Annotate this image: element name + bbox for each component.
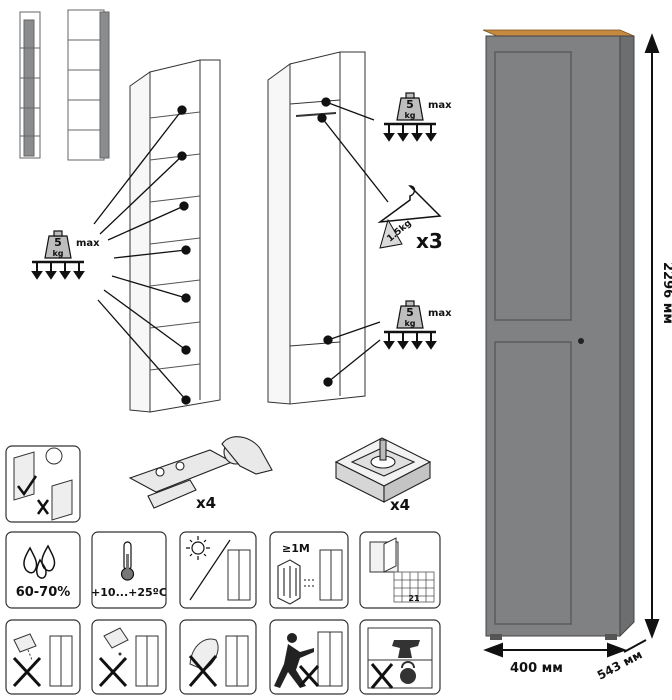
svg-text:60-70%: 60-70% <box>16 585 71 600</box>
calendar-icon <box>393 571 435 603</box>
svg-text:21: 21 <box>408 594 420 603</box>
open-door-icon <box>369 537 399 573</box>
hinges-count: x4 <box>196 494 216 512</box>
weight-badge-upper-shelf: 5 kg max <box>382 91 452 142</box>
svg-text:+10...+25ºC: +10...+25ºC <box>91 586 167 599</box>
sunlight-tile <box>179 531 257 609</box>
calendar-tile: 21 <box>359 531 441 609</box>
adjustable-foot-icon <box>334 437 432 503</box>
weight-badge-bottom-shelf: 5 kg max <box>382 299 452 350</box>
no-pushing-tile <box>269 619 349 695</box>
hinge-icon <box>128 436 273 509</box>
kettlebell-icon <box>400 661 416 684</box>
svg-text:5: 5 <box>54 236 62 249</box>
no-liquid-tile <box>5 619 81 695</box>
svg-text:max: max <box>428 308 452 319</box>
sun-icon <box>186 536 210 560</box>
person-pushing-icon <box>274 633 314 688</box>
svg-text:kg: kg <box>52 249 63 258</box>
height-dimension: 2296 мм <box>660 262 672 324</box>
leader-lines <box>93 97 389 405</box>
svg-text:kg: kg <box>404 319 415 328</box>
water-drops-icon <box>23 544 56 579</box>
temperature-tile: +10...+25ºC <box>91 531 167 609</box>
svg-text:≥1M: ≥1M <box>282 542 310 555</box>
dimension-lines <box>483 33 660 658</box>
width-dimension: 400 мм <box>510 661 563 676</box>
svg-text:5: 5 <box>406 306 414 319</box>
hanger-icon: 1.5kg x3 <box>377 185 443 253</box>
anvil-icon <box>392 640 420 658</box>
svg-text:5: 5 <box>406 98 414 111</box>
svg-text:x3: x3 <box>416 229 443 253</box>
humidity-tile: 60-70% <box>5 531 81 609</box>
no-abrasive-tile <box>179 619 257 695</box>
svg-text:kg: kg <box>404 111 415 120</box>
thumbnail-open-view <box>67 9 110 161</box>
level-instruction-tile <box>5 445 81 523</box>
door-knob <box>578 338 584 344</box>
feet-count: x4 <box>390 496 410 514</box>
wardrobe-front-closed <box>482 29 635 640</box>
no-heavy-load-tile <box>359 619 441 695</box>
thumbnail-front-view <box>19 11 41 159</box>
wardrobe-shelves-open <box>129 59 221 413</box>
heater-distance-tile: ≥1M <box>269 531 349 609</box>
wardrobe-hanging-open <box>267 51 366 405</box>
svg-text:max: max <box>428 100 452 111</box>
svg-text:max: max <box>76 238 100 249</box>
radiator-icon <box>277 559 301 605</box>
thermometer-icon <box>120 541 135 581</box>
weight-badge-shelves: 5 kg max <box>30 229 100 280</box>
no-chemicals-tile <box>91 619 167 695</box>
